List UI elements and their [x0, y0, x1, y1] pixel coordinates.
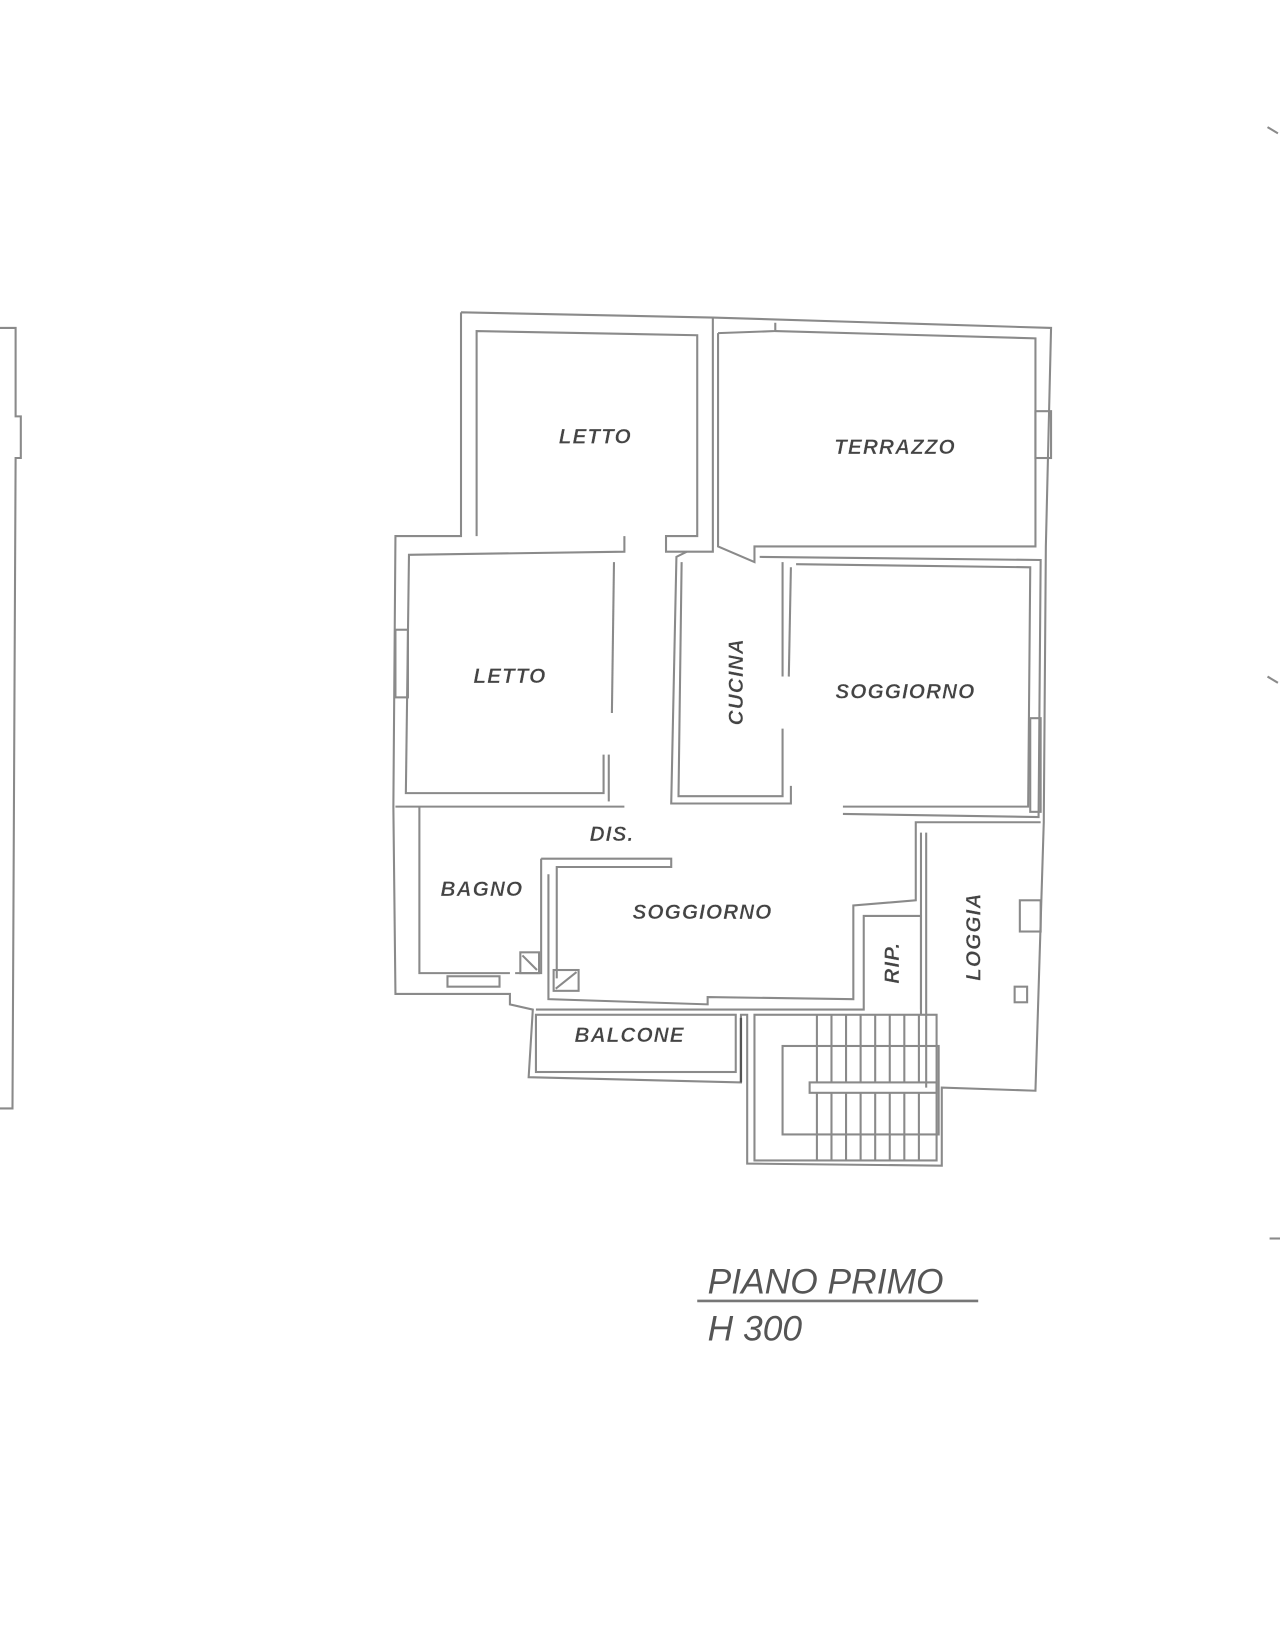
room-label-soggiorno-right: SOGGIORNO [835, 680, 975, 703]
room-label-letto-top: LETTO [559, 425, 632, 448]
room-label-cucina: CUCINA [725, 638, 748, 725]
room-label-rip: RIP. [881, 942, 904, 984]
room-labels: LETTO TERRAZZO LETTO CUCINA SOGGIORNO DI… [440, 425, 985, 1047]
walls [392, 311, 1053, 1167]
right-margin-marks [1266, 126, 1280, 1240]
room-label-bagno: BAGNO [441, 878, 524, 901]
staircase [753, 1013, 940, 1162]
room-label-terrazzo: TERRAZZO [834, 436, 956, 459]
room-label-soggiorno-lower: SOGGIORNO [632, 901, 772, 924]
room-label-loggia: LOGGIA [962, 893, 985, 981]
room-label-dis: DIS. [590, 823, 635, 846]
room-label-letto-left: LETTO [473, 665, 546, 688]
room-label-balcone: BALCONE [575, 1024, 685, 1047]
adjacent-plan-edge [0, 326, 22, 1110]
plan-height: H 300 [708, 1309, 803, 1348]
plan-title: PIANO PRIMO [708, 1263, 944, 1302]
plan-title-block: PIANO PRIMO H 300 [697, 1263, 979, 1348]
